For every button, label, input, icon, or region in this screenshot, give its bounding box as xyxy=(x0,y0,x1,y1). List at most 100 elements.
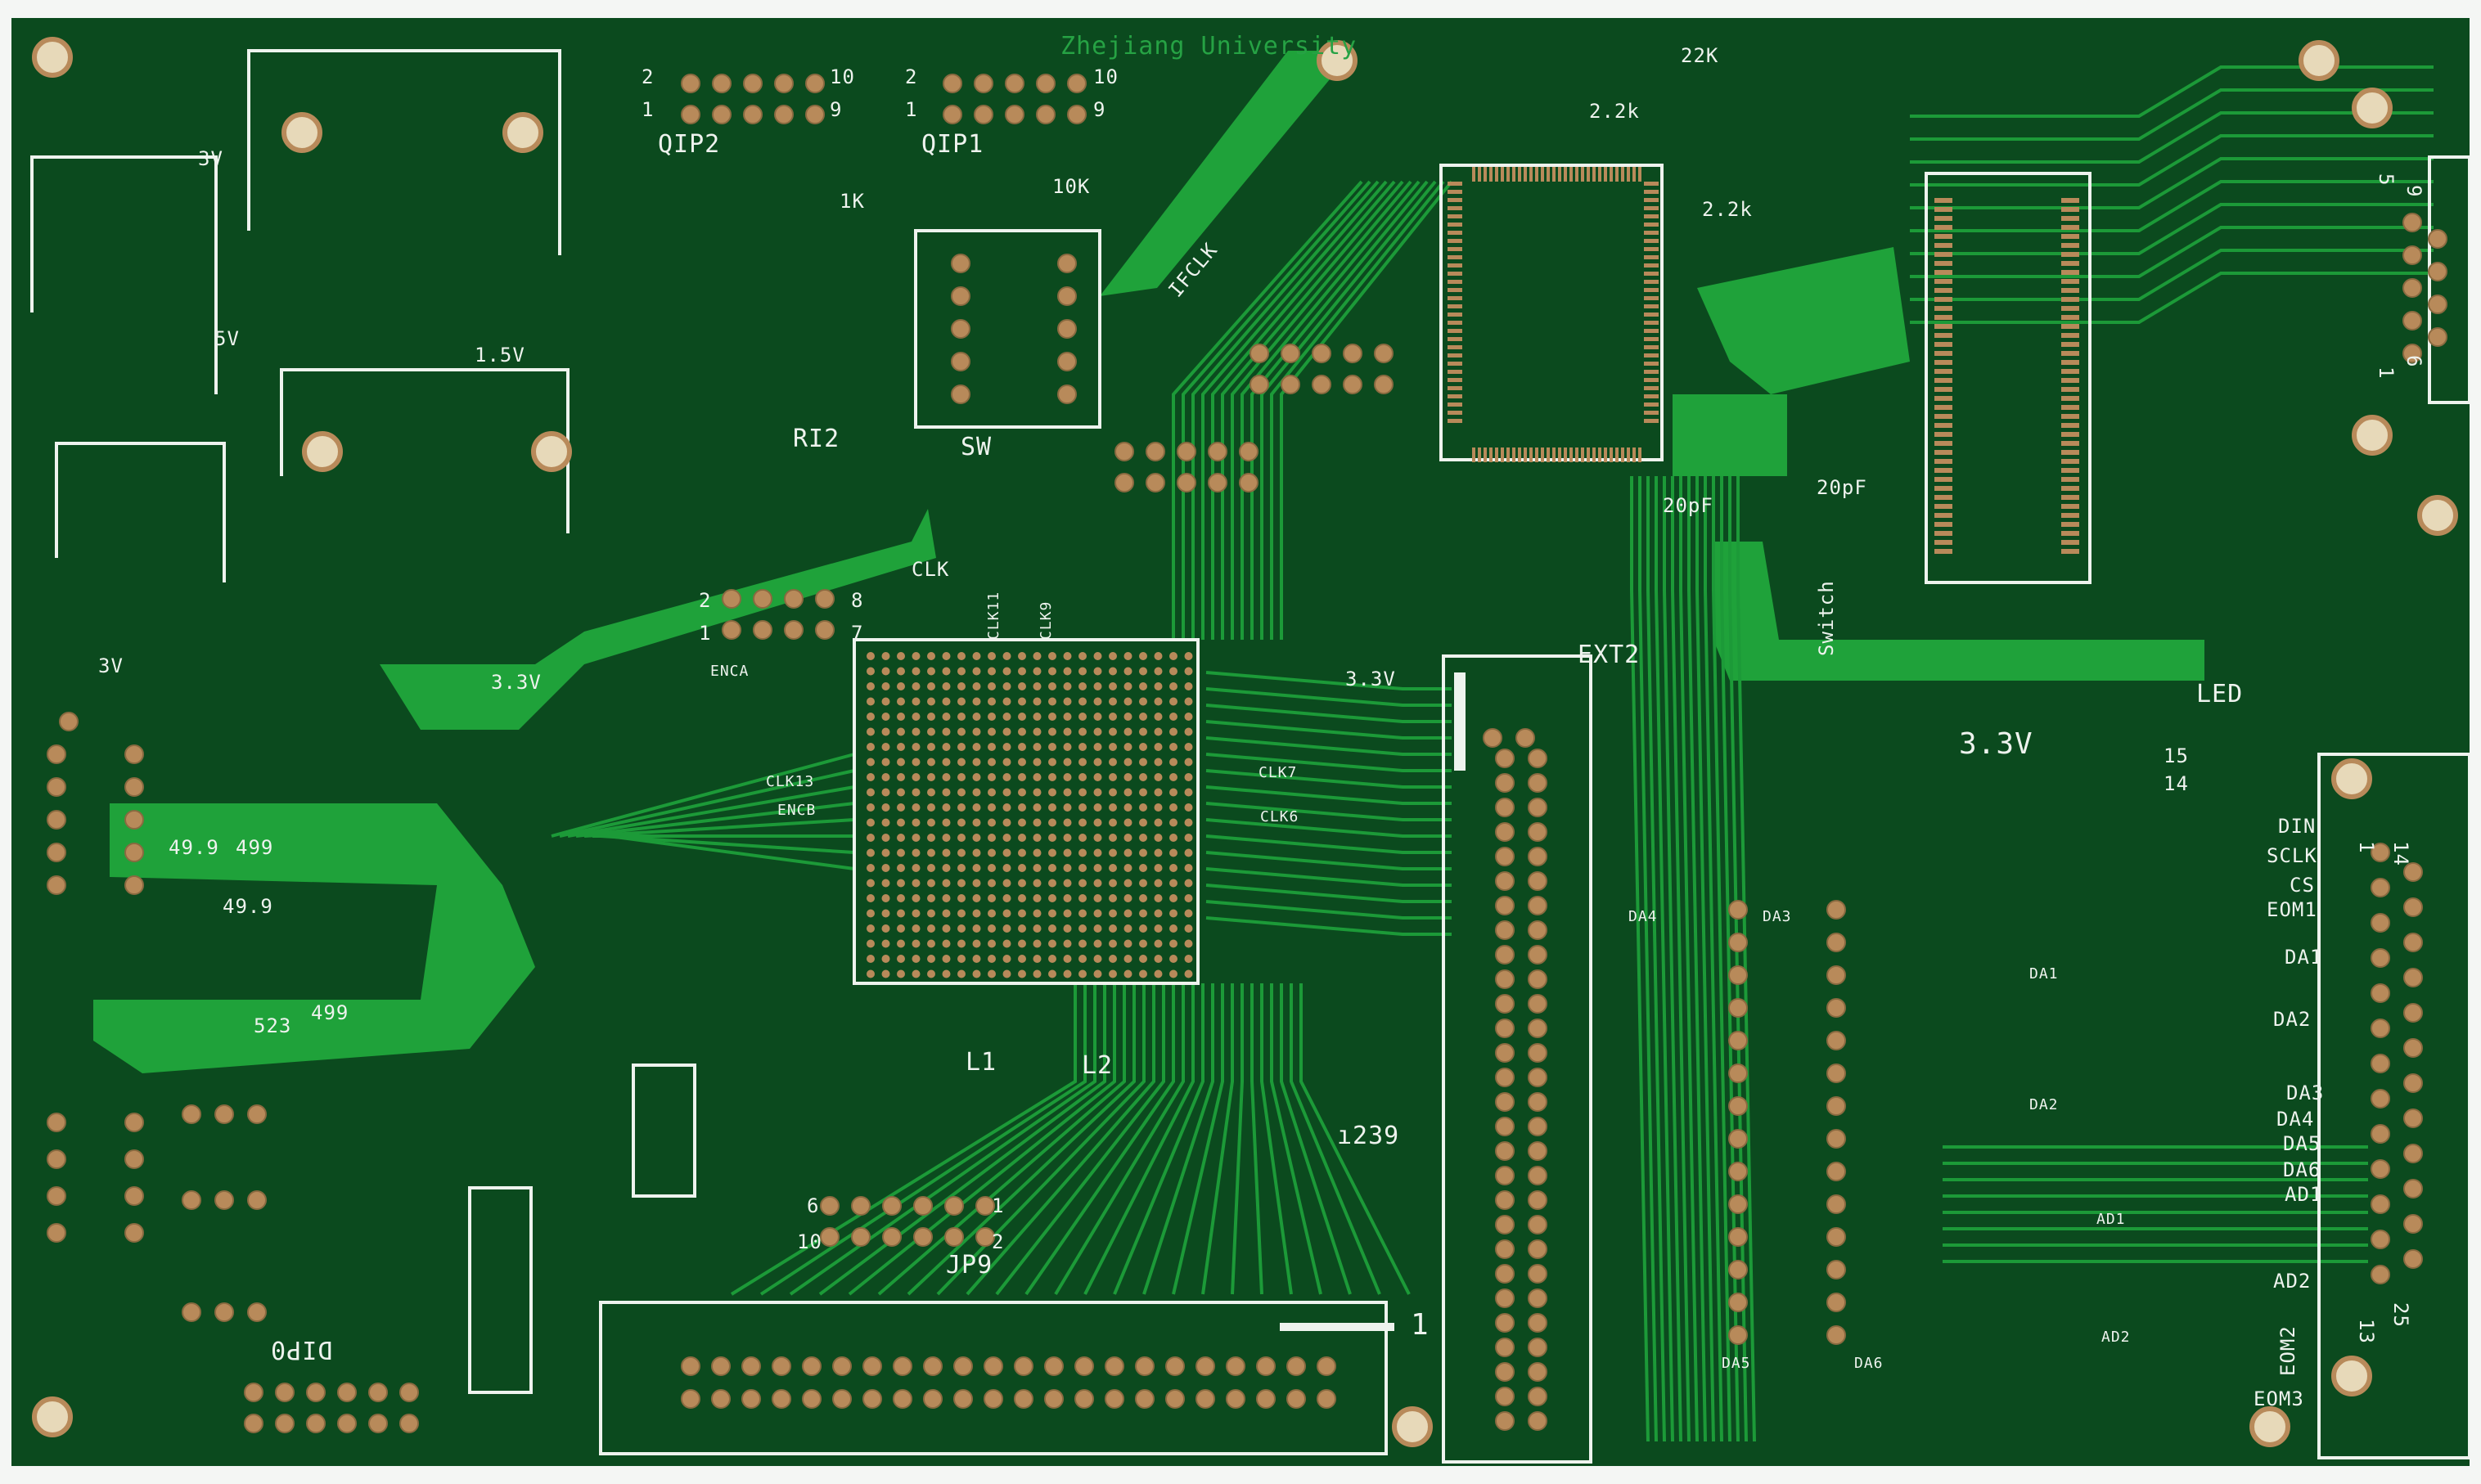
trace xyxy=(1270,180,1445,640)
mounting-hole xyxy=(2299,40,2339,81)
label-3-3v: 3.3V xyxy=(491,671,542,694)
bga-ball xyxy=(942,727,951,736)
traces xyxy=(551,65,2434,1442)
bga-ball xyxy=(942,697,951,706)
bga-ball xyxy=(1002,955,1011,963)
through-hole-pad xyxy=(1374,344,1394,363)
through-hole-pad xyxy=(1826,1129,1846,1149)
bga-ball xyxy=(1154,713,1163,721)
mounting-hole xyxy=(2417,495,2458,536)
through-hole-pad xyxy=(337,1383,357,1402)
through-hole-pad xyxy=(1728,1260,1748,1279)
through-hole-pad xyxy=(2403,1109,2423,1128)
label-ri2: RI2 xyxy=(793,425,840,453)
bga-ball xyxy=(972,818,981,827)
bga-ball xyxy=(988,969,996,978)
bga-ball xyxy=(957,909,966,918)
trace xyxy=(1704,476,1723,1442)
bga-ball xyxy=(1002,697,1011,706)
through-hole-pad xyxy=(1495,920,1515,940)
smt-pad xyxy=(1644,345,1659,349)
smt-pad xyxy=(1541,167,1544,182)
smt-pad xyxy=(2061,306,2079,311)
smt-pad xyxy=(1564,447,1567,462)
trace xyxy=(1299,983,1411,1295)
smt-pad xyxy=(1934,207,1952,212)
through-hole-pad xyxy=(59,712,79,731)
smt-pad xyxy=(1604,447,1607,462)
through-hole-pad xyxy=(2403,933,2423,952)
trace xyxy=(575,802,855,838)
trace xyxy=(1205,834,1452,854)
smt-pad xyxy=(1934,360,1952,365)
bga-ball xyxy=(1139,924,1147,933)
through-hole-pad xyxy=(368,1383,388,1402)
through-hole-pad xyxy=(743,105,763,124)
bga-ball xyxy=(1078,697,1087,706)
through-hole-pad xyxy=(1226,1356,1245,1376)
trace xyxy=(1205,785,1452,805)
bga-ball xyxy=(972,788,981,797)
bga-ball xyxy=(867,697,875,706)
label-clk13: CLK13 xyxy=(766,773,815,790)
connector-label-da2: DA2 xyxy=(2273,1008,2312,1031)
bga-ball xyxy=(988,788,996,797)
bga-ball xyxy=(942,773,951,781)
bga-ball xyxy=(867,955,875,963)
bga-ball xyxy=(957,864,966,872)
trace xyxy=(1687,476,1707,1442)
smt-pad xyxy=(2061,540,2079,545)
connector-label-da1: DA1 xyxy=(2285,946,2323,969)
bga-ball xyxy=(1033,773,1042,781)
trace xyxy=(1290,983,1381,1295)
through-hole-pad xyxy=(1495,847,1515,866)
bga-ball xyxy=(1154,773,1163,781)
through-hole-pad xyxy=(711,1389,731,1409)
bga-ball xyxy=(1033,803,1042,812)
through-hole-pad xyxy=(2403,862,2423,882)
smt-pad xyxy=(1644,206,1659,210)
bga-ball xyxy=(1048,848,1056,857)
through-hole-pad xyxy=(1256,1389,1276,1409)
through-hole-pad xyxy=(913,1196,933,1216)
smt-pad xyxy=(1587,167,1590,182)
bga-ball xyxy=(1169,682,1177,690)
smt-pad xyxy=(1495,167,1498,182)
bga-ball xyxy=(988,879,996,888)
smt-pad xyxy=(2061,207,2079,212)
bga-ball xyxy=(972,879,981,888)
smt-pad xyxy=(2061,531,2079,536)
bga-ball xyxy=(1093,667,1102,676)
bga-ball xyxy=(1063,788,1072,797)
through-hole-pad xyxy=(1495,1264,1515,1284)
smt-pad xyxy=(1535,447,1538,462)
bga-ball xyxy=(1078,818,1087,827)
bga-ball xyxy=(1139,652,1147,660)
smt-pad xyxy=(1934,387,1952,392)
through-hole-pad xyxy=(944,1227,964,1247)
through-hole-pad xyxy=(1528,896,1547,915)
smt-pad xyxy=(2061,378,2079,383)
bga-ball xyxy=(1109,834,1117,842)
through-hole-pad xyxy=(247,1104,267,1124)
smt-pad xyxy=(1448,214,1462,218)
bga-ball xyxy=(1154,909,1163,918)
bga-ball xyxy=(1093,924,1102,933)
bga-ball xyxy=(1018,848,1026,857)
smt-pad xyxy=(1501,167,1504,182)
bga-ball xyxy=(1048,667,1056,676)
smt-pad xyxy=(1934,486,1952,491)
bga-ball xyxy=(988,818,996,827)
bga-ball xyxy=(1139,848,1147,857)
bga-ball xyxy=(897,894,905,902)
trace xyxy=(600,834,855,854)
bga-ball xyxy=(927,803,935,812)
smt-pad xyxy=(1581,167,1584,182)
bga-ball xyxy=(972,803,981,812)
bga-ball xyxy=(897,697,905,706)
bga-ball xyxy=(1002,788,1011,797)
through-hole-pad xyxy=(2402,278,2422,298)
through-hole-pad xyxy=(943,74,962,93)
bga-ball xyxy=(1093,803,1102,812)
bga-ball xyxy=(1109,909,1117,918)
